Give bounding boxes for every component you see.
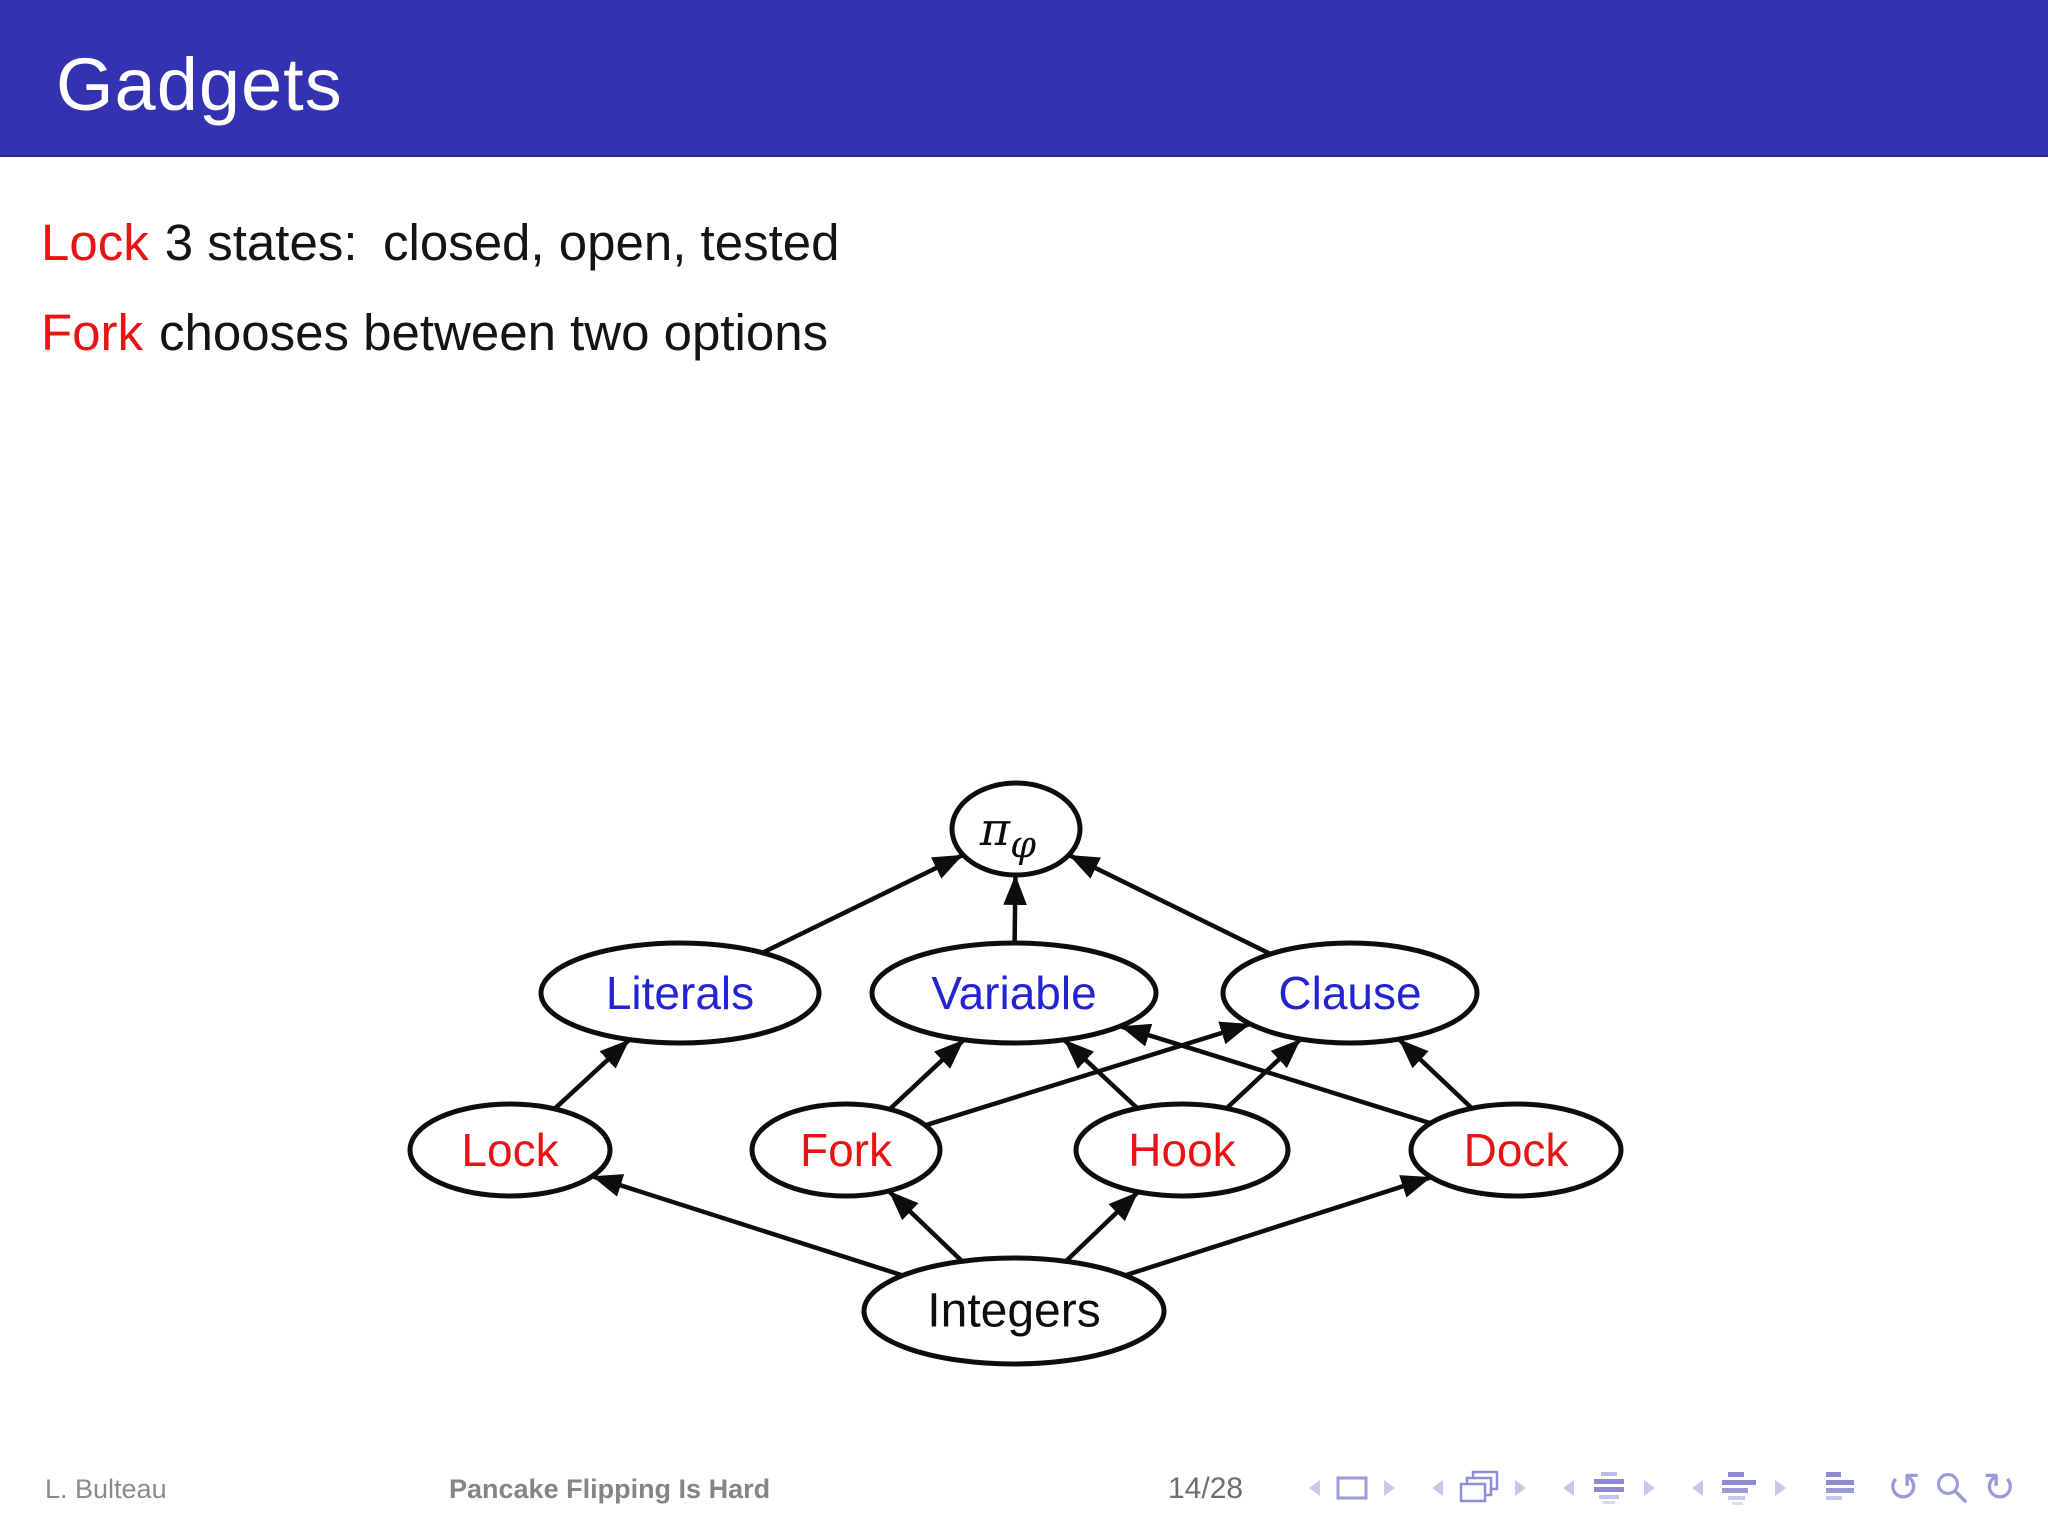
node-label-variable: Variable: [931, 967, 1096, 1019]
section-outline-icon[interactable]: [1589, 1471, 1629, 1505]
node-label-lock: Lock: [461, 1124, 559, 1176]
appendix-outline-icon[interactable]: [1820, 1471, 1856, 1505]
edge-hook-to-clause: [1225, 1037, 1303, 1110]
edge-dock-to-clause: [1397, 1037, 1474, 1110]
edge-variable-to-pi: [1003, 874, 1027, 944]
slide-title: Gadgets: [56, 43, 343, 126]
description-text: 3 states: closed, open, tested: [164, 214, 840, 271]
history-forward-icon[interactable]: ↻: [1982, 1465, 2017, 1511]
node-label-literals: Literals: [606, 967, 754, 1019]
description-item-fork: Fork chooses between two options: [41, 296, 840, 386]
edge-hook-to-variable: [1062, 1038, 1139, 1110]
prev-subsection-icon[interactable]: [1689, 1478, 1705, 1498]
description-text: chooses between two options: [159, 304, 829, 361]
page-number: 14/28: [1168, 1472, 1244, 1505]
node-lock: [407, 1101, 613, 1199]
node-label-integers: Integers: [927, 1285, 1100, 1338]
beamer-navigation-bar: ↺ ↻: [1306, 1468, 2016, 1508]
edge-lock-to-literals: [553, 1037, 632, 1111]
edge-fork-to-clause: [924, 1021, 1252, 1128]
prev-frame-icon[interactable]: [1429, 1478, 1445, 1498]
node-literals: [538, 940, 822, 1046]
description-term: Fork: [41, 304, 143, 361]
history-nav-group: ↺ ↻: [1887, 1468, 2016, 1508]
subsection-outline-icon[interactable]: [1718, 1471, 1760, 1505]
edge-integers-to-hook: [1064, 1190, 1140, 1263]
edge-literals-to-pi: [761, 852, 965, 955]
node-label-hook: Hook: [1128, 1124, 1236, 1176]
node-pi: [949, 780, 1083, 878]
node-variable: [869, 940, 1159, 1046]
slide-frame-icon[interactable]: [1335, 1475, 1369, 1501]
subsection-nav-group: [1689, 1471, 1789, 1505]
description-term: Lock: [41, 214, 149, 271]
diagram-edges: [553, 852, 1474, 1278]
node-hook: [1073, 1101, 1291, 1199]
next-subsection-icon[interactable]: [1773, 1478, 1789, 1498]
node-clause: [1220, 940, 1480, 1046]
prev-slide-icon[interactable]: [1306, 1478, 1322, 1498]
search-icon[interactable]: [1934, 1470, 1970, 1506]
footer-deck-title: Pancake Flipping Is Hard: [449, 1474, 771, 1504]
edge-integers-to-fork: [887, 1189, 964, 1263]
slide-header: Gadgets: [0, 0, 2048, 157]
edge-dock-to-variable: [1119, 1023, 1432, 1126]
history-back-icon[interactable]: ↺: [1887, 1465, 1921, 1511]
next-frame-icon[interactable]: [1513, 1478, 1529, 1498]
slide-footer: L. Bulteau Pancake Flipping Is Hard 14/2…: [0, 1466, 2048, 1536]
section-nav-group: [1560, 1471, 1658, 1505]
edge-integers-to-lock: [591, 1174, 904, 1278]
edge-clause-to-pi: [1067, 852, 1272, 957]
node-label-clause: Clause: [1278, 967, 1421, 1019]
frames-stack-icon[interactable]: [1458, 1470, 1500, 1506]
node-fork: [749, 1101, 943, 1199]
frame-nav-group: [1429, 1470, 1529, 1506]
edge-fork-to-variable: [888, 1038, 966, 1111]
next-section-icon[interactable]: [1642, 1478, 1658, 1498]
node-dock: [1408, 1101, 1624, 1199]
node-integers: [861, 1255, 1167, 1367]
next-slide-icon[interactable]: [1382, 1478, 1398, 1498]
description-item-lock: Lock 3 states: closed, open, tested: [41, 206, 840, 296]
appendix-nav-group: [1820, 1471, 1856, 1505]
prev-section-icon[interactable]: [1560, 1478, 1576, 1498]
edge-integers-to-dock: [1124, 1175, 1432, 1278]
node-label-fork: Fork: [800, 1124, 893, 1176]
footer-author: L. Bulteau: [45, 1474, 167, 1504]
slide-nav-group: [1306, 1475, 1398, 1501]
node-label-dock: Dock: [1464, 1124, 1570, 1176]
